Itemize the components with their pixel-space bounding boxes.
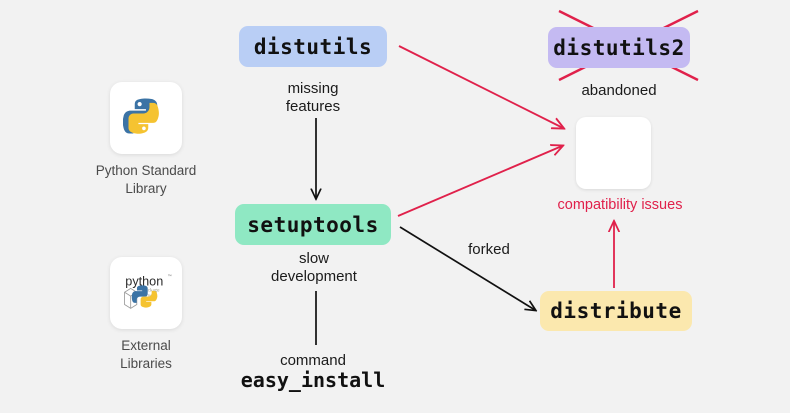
- edge-distutils-to-issues: [398, 45, 563, 128]
- node-distutils2[interactable]: distutils2: [548, 27, 690, 68]
- node-distribute[interactable]: distribute: [540, 291, 692, 331]
- edge-label-command: command: [280, 352, 346, 369]
- edge-label-compatibility-issues: compatibility issues: [557, 197, 683, 213]
- svg-text:Package: Package: [143, 288, 160, 293]
- edge-label-easy-install: easy_install: [240, 368, 386, 392]
- python-logo-icon: [123, 98, 159, 134]
- external-libraries-logo-card: python ™ Package Index: [110, 257, 182, 329]
- python-standard-library-logo-card: [110, 82, 182, 154]
- svg-text:™: ™: [167, 274, 171, 279]
- node-empty-box[interactable]: [576, 117, 651, 189]
- svg-text:python: python: [125, 274, 163, 288]
- edge-label-abandoned: abandoned: [581, 82, 657, 99]
- edge-label-slow-development: slow development: [271, 250, 357, 286]
- edge-label-forked: forked: [468, 241, 510, 258]
- python-standard-library-caption: Python Standard Library: [95, 163, 197, 196]
- node-distutils[interactable]: distutils: [239, 26, 387, 67]
- pypi-logo-icon: python ™ Package Index: [124, 274, 172, 309]
- node-setuptools[interactable]: setuptools: [235, 204, 391, 245]
- edge-setuptools-to-distribute: [399, 226, 535, 310]
- edge-label-missing-features: missing features: [285, 80, 341, 116]
- external-libraries-caption: External Libraries: [120, 338, 172, 371]
